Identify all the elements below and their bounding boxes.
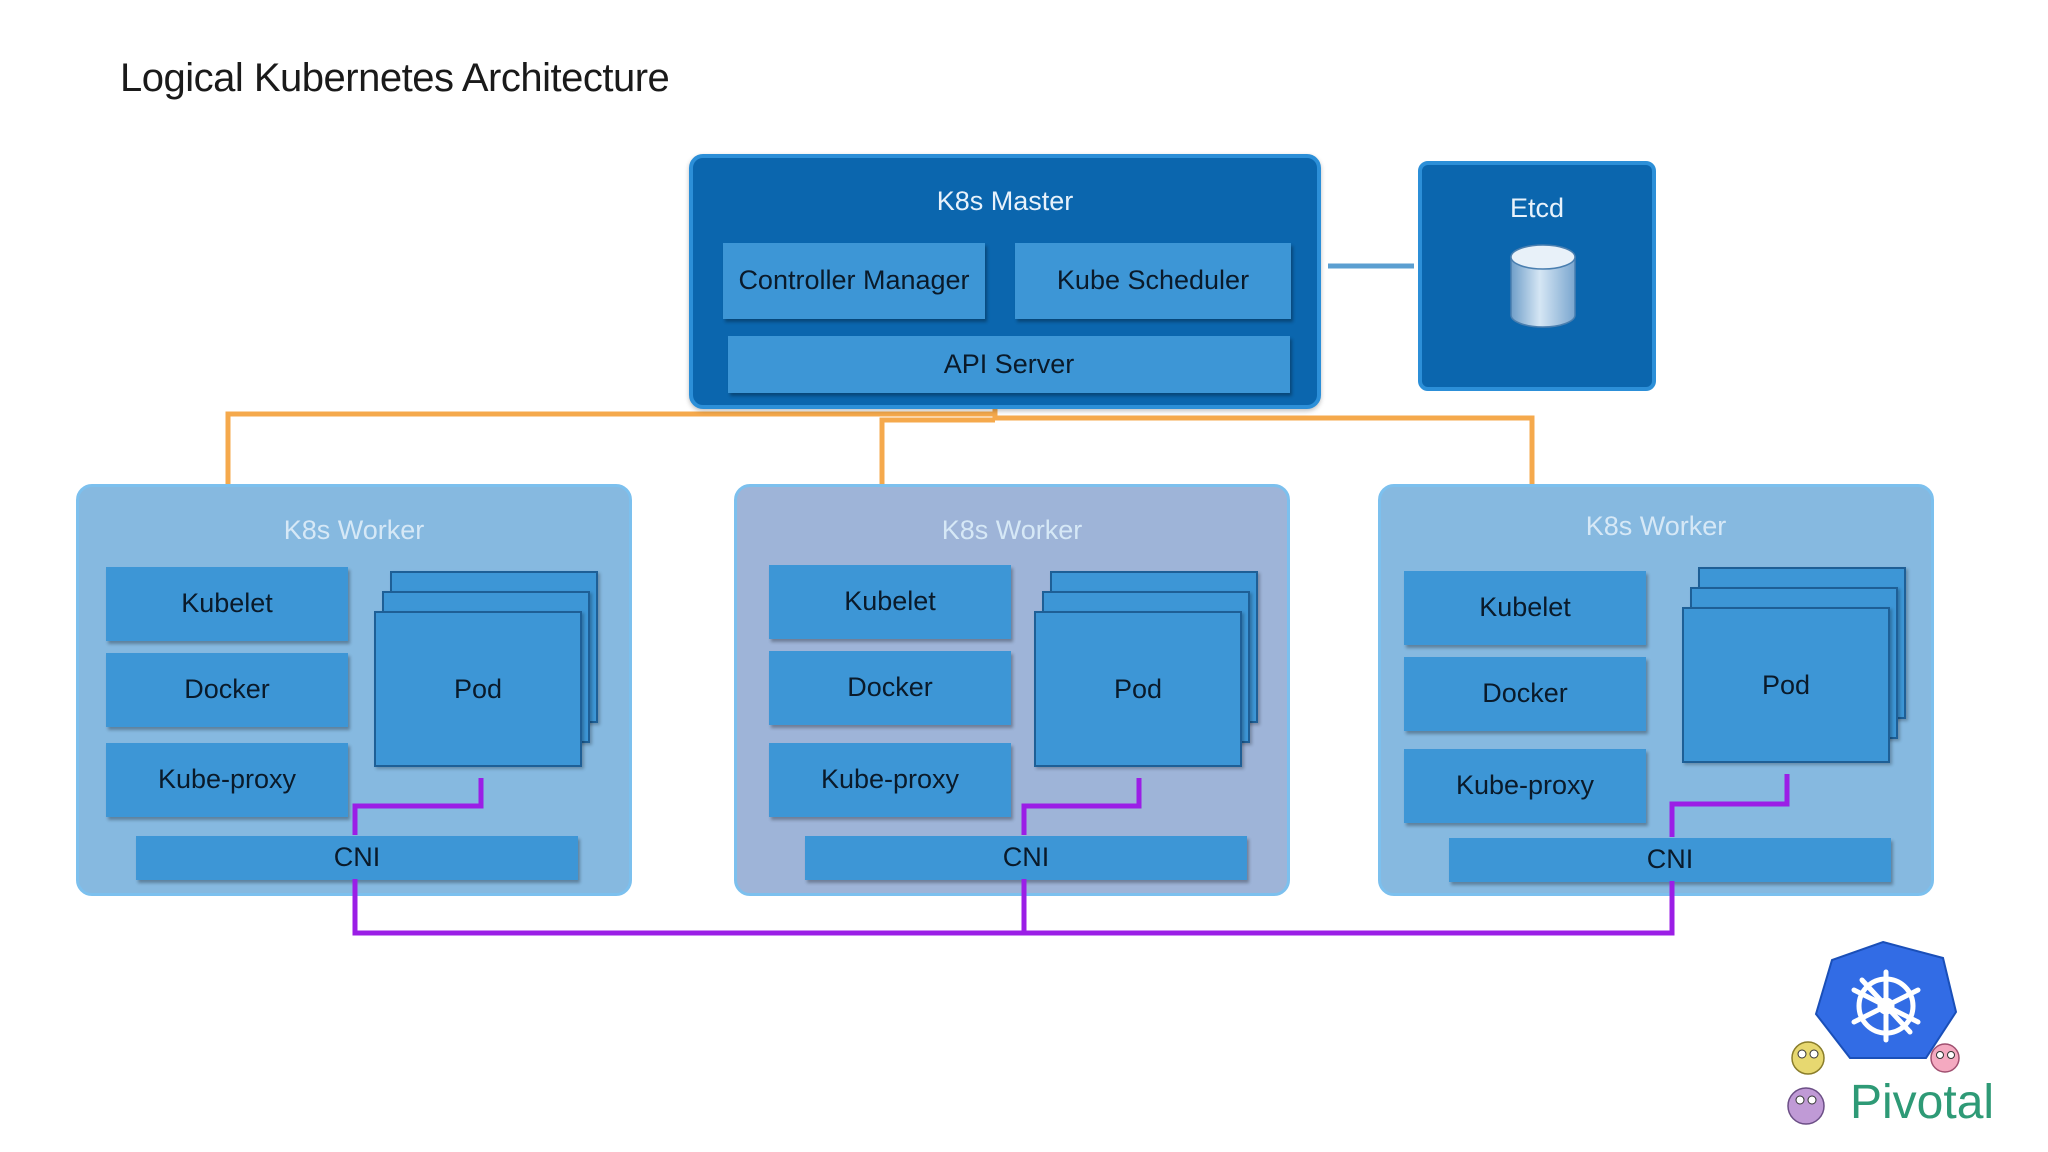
helm-wheel-icon bbox=[1851, 969, 1921, 1043]
pod-stack: Pod bbox=[374, 571, 598, 781]
pod: Pod bbox=[374, 611, 582, 767]
database-icon bbox=[1510, 244, 1576, 328]
master-title: K8s Master bbox=[936, 186, 1074, 216]
kube-proxy: Kube-proxy bbox=[769, 743, 1011, 817]
kubelet: Kubelet bbox=[769, 565, 1011, 639]
kube-proxy: Kube-proxy bbox=[1404, 749, 1646, 823]
api-server: API Server bbox=[728, 336, 1290, 393]
k8s-worker-1: K8s Worker Kubelet Docker Kube-proxy Pod… bbox=[76, 484, 632, 896]
pod: Pod bbox=[1682, 607, 1890, 763]
gopher-mascots-icon bbox=[1787, 1041, 1960, 1125]
docker: Docker bbox=[1404, 657, 1646, 731]
worker-title: K8s Worker bbox=[941, 515, 1083, 545]
pod-stack: Pod bbox=[1682, 567, 1906, 777]
cni: CNI bbox=[136, 836, 578, 880]
kube-proxy: Kube-proxy bbox=[106, 743, 348, 817]
worker-title: K8s Worker bbox=[283, 515, 425, 545]
cni: CNI bbox=[1449, 838, 1891, 882]
page-title: Logical Kubernetes Architecture bbox=[120, 56, 670, 100]
kubernetes-logo: Pivotal bbox=[1787, 940, 1994, 1129]
kube-scheduler: Kube Scheduler bbox=[1015, 243, 1291, 319]
controller-manager: Controller Manager bbox=[723, 243, 985, 319]
docker: Docker bbox=[106, 653, 348, 727]
etcd-title: Etcd bbox=[1509, 193, 1565, 223]
pod: Pod bbox=[1034, 611, 1242, 767]
etcd: Etcd bbox=[1418, 161, 1656, 391]
k8s-worker-3: K8s Worker Kubelet Docker Kube-proxy Pod… bbox=[1378, 484, 1934, 896]
kubelet: Kubelet bbox=[106, 567, 348, 641]
cni: CNI bbox=[805, 836, 1247, 880]
kubelet: Kubelet bbox=[1404, 571, 1646, 645]
pod-stack: Pod bbox=[1034, 571, 1258, 781]
worker-title: K8s Worker bbox=[1585, 511, 1727, 541]
k8s-master: K8s Master Controller Manager Kube Sched… bbox=[689, 154, 1321, 409]
k8s-worker-2: K8s Worker Kubelet Docker Kube-proxy Pod… bbox=[734, 484, 1290, 896]
docker: Docker bbox=[769, 651, 1011, 725]
pivotal-wordmark: Pivotal bbox=[1850, 1076, 1994, 1129]
